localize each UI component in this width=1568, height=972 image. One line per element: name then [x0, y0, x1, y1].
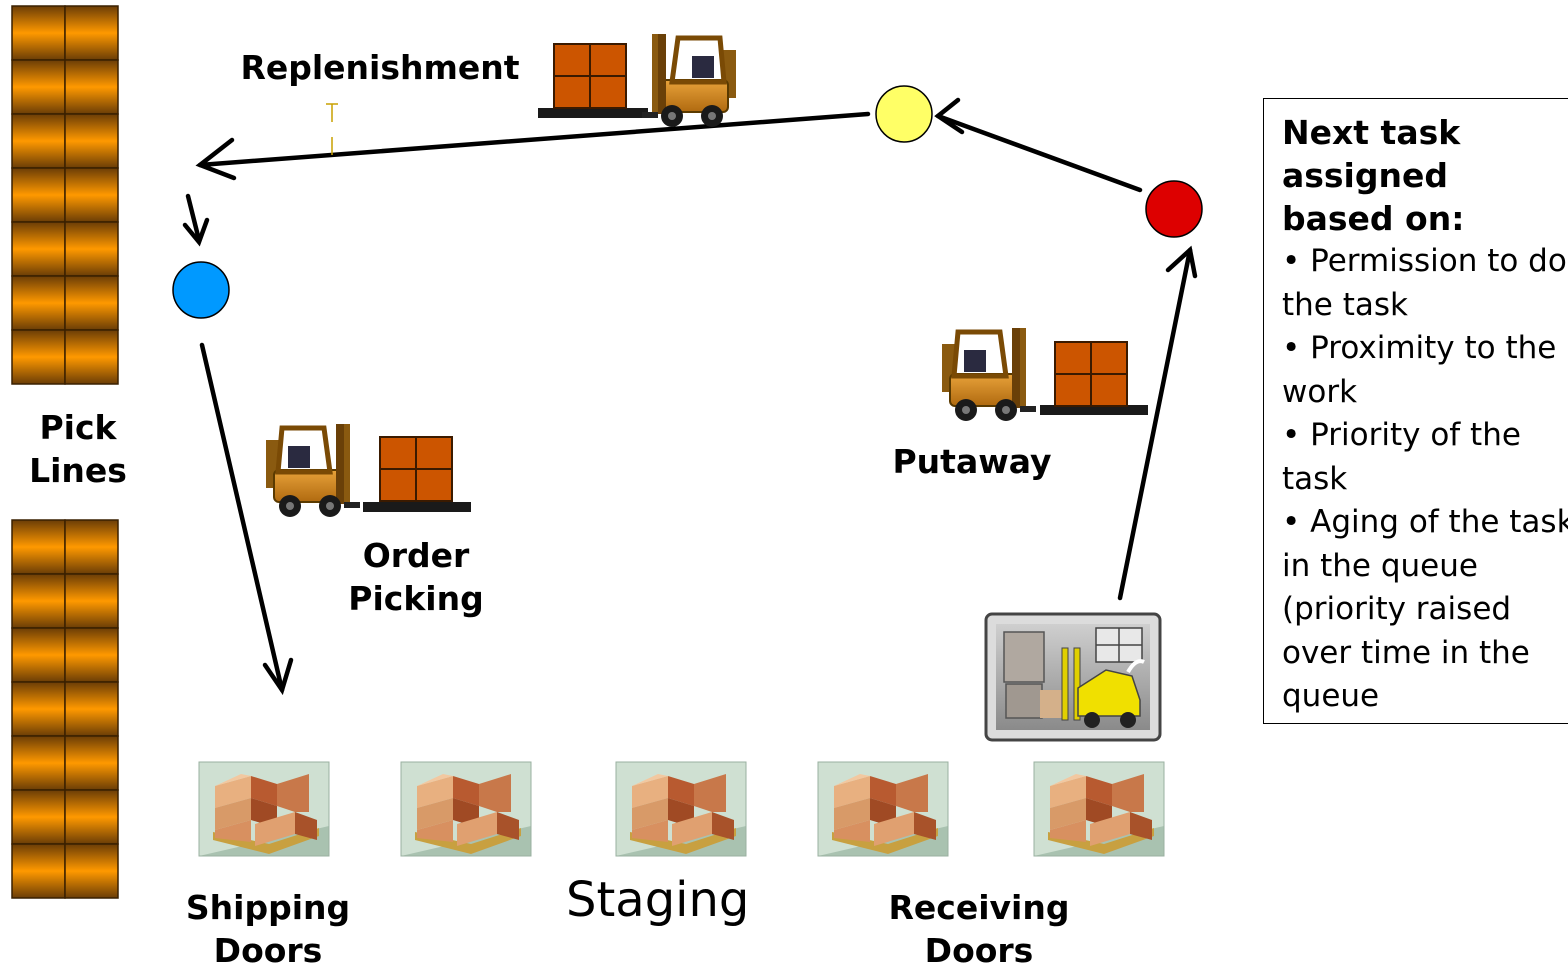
- rack-cell: [64, 221, 119, 277]
- rack-cell: [64, 789, 119, 845]
- order-picking-label-line1: Order: [362, 536, 470, 575]
- putaway-label: Putaway: [892, 442, 1052, 481]
- rack-cell: [64, 329, 119, 385]
- rack-cell: [64, 573, 119, 629]
- rack-cell: [11, 113, 66, 169]
- task-assignment-info-box: Next task assigned based on: Permission …: [1263, 98, 1568, 724]
- rack-cell: [64, 735, 119, 791]
- receiving-doors-label: Receiving Doors: [882, 886, 1076, 972]
- rack-cell: [11, 519, 66, 575]
- pick-lines-label-line1: Pick: [39, 408, 117, 447]
- receiving-doors-label-line2: Doors: [924, 931, 1034, 970]
- pallet-boxes-icon: [1033, 761, 1165, 857]
- info-box-title: Next task assigned based on:: [1282, 111, 1568, 240]
- rack-cell: [64, 167, 119, 223]
- connector-mark: [326, 103, 338, 155]
- rack-cell: [11, 843, 66, 899]
- criteria-item: Priority of the task: [1282, 414, 1568, 501]
- order-picking-label: Order Picking: [336, 534, 496, 620]
- rack-cell: [64, 627, 119, 683]
- criteria-list: Permission to do the task Proximity to t…: [1282, 240, 1568, 719]
- pallet-boxes-icon: [198, 761, 330, 857]
- rack-cell: [11, 627, 66, 683]
- pallet-boxes-icon: [615, 761, 747, 857]
- rack-cell: [11, 5, 66, 61]
- flow-arrows: [182, 97, 1198, 696]
- rack-cell: [64, 843, 119, 899]
- rack-cell: [64, 275, 119, 331]
- pallet-boxes-icon: [400, 761, 532, 857]
- arrow-receiving-to-putaway: [1117, 245, 1198, 601]
- rack-cell: [11, 681, 66, 737]
- rack-cell: [11, 221, 66, 277]
- putaway-node: [1145, 180, 1203, 238]
- info-box-title-line1: Next task: [1282, 113, 1461, 152]
- pick-rack-top: [11, 5, 119, 385]
- pick-rack-bottom: [11, 519, 119, 899]
- rack-cell: [11, 573, 66, 629]
- rack-cell: [11, 735, 66, 791]
- criteria-item: Permission to do the task: [1282, 240, 1568, 327]
- replenishment-label: Replenishment: [240, 48, 520, 87]
- rack-cell: [64, 113, 119, 169]
- staging-pallets: [198, 761, 1165, 857]
- shipping-doors-label-line1: Shipping: [185, 888, 351, 927]
- pick-lines-label: Pick Lines: [18, 406, 138, 492]
- rack-cell: [11, 329, 66, 385]
- rack-cell: [11, 275, 66, 331]
- shipping-doors-label: Shipping Doors: [178, 886, 358, 972]
- arrow-putaway-to-replenishment: [934, 97, 1143, 193]
- rack-cell: [64, 519, 119, 575]
- staging-label: Staging: [566, 872, 750, 928]
- pick-node: [172, 261, 230, 319]
- warehouse-scene-icon: [984, 612, 1162, 742]
- replenishment-forklift-icon: [538, 34, 736, 127]
- info-box-title-line3: based on:: [1282, 199, 1465, 238]
- rack-cell: [11, 789, 66, 845]
- receiving-doors-label-line1: Receiving: [888, 888, 1070, 927]
- rack-cell: [11, 59, 66, 115]
- rack-cell: [64, 681, 119, 737]
- rack-cell: [11, 167, 66, 223]
- rack-cell: [64, 59, 119, 115]
- order-picking-label-line2: Picking: [348, 579, 484, 618]
- rack-cell: [64, 5, 119, 61]
- pick-lines-label-line2: Lines: [29, 451, 127, 490]
- arrow-pick-to-shipping: [199, 342, 294, 696]
- putaway-forklift-icon: [942, 328, 1148, 421]
- shipping-doors-label-line2: Doors: [213, 931, 323, 970]
- criteria-item: Aging of the task in the queue (priority…: [1282, 501, 1568, 719]
- order-picking-forklift-icon: [266, 424, 471, 517]
- criteria-item: Proximity to the work: [1282, 327, 1568, 414]
- info-box-title-line2: assigned: [1282, 156, 1448, 195]
- arrow-into-pick-node: [182, 193, 210, 247]
- pallet-boxes-icon: [817, 761, 949, 857]
- replenishment-node: [875, 85, 933, 143]
- arrow-replenishment-to-pick: [195, 111, 871, 181]
